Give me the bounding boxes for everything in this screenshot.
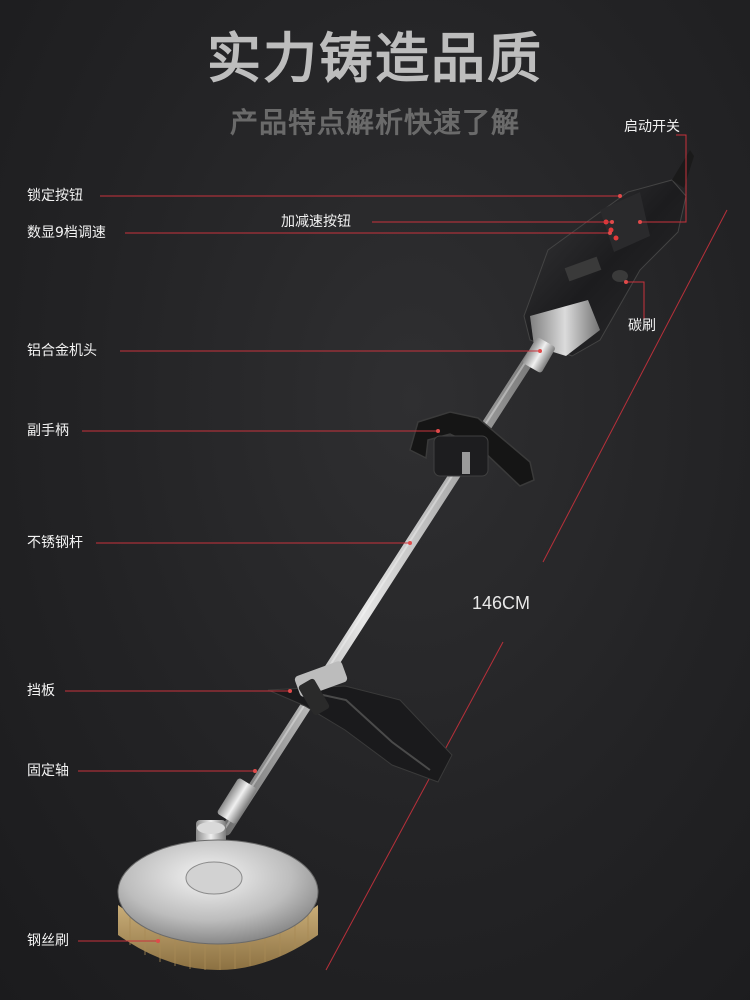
auxiliary-handle bbox=[409, 411, 535, 487]
label-start-switch: 启动开关 bbox=[624, 119, 680, 135]
label-speed-button: 加减速按钮 bbox=[281, 214, 351, 230]
label-steel-rod: 不锈钢杆 bbox=[27, 535, 83, 551]
label-aux-handle: 副手柄 bbox=[27, 423, 69, 439]
label-wire-brush: 钢丝刷 bbox=[27, 933, 69, 949]
dimension-line-lower bbox=[325, 641, 504, 971]
label-alloy-head: 铝合金机头 bbox=[27, 343, 97, 359]
page-title: 实力铸造品质 bbox=[207, 27, 543, 90]
wire-brush-head bbox=[117, 839, 319, 970]
label-baffle: 挡板 bbox=[27, 683, 55, 699]
label-fixed-shaft: 固定轴 bbox=[27, 763, 69, 779]
dimension-length: 146CM bbox=[472, 593, 531, 613]
label-carbon-brush: 碳刷 bbox=[628, 318, 656, 334]
baffle-guard bbox=[267, 661, 453, 783]
dimension-line-upper bbox=[542, 209, 728, 563]
page-subtitle: 产品特点解析快速了解 bbox=[229, 106, 520, 139]
leader-dots bbox=[156, 194, 642, 943]
motor-body bbox=[523, 150, 694, 373]
label-lock-button: 锁定按钮 bbox=[27, 188, 83, 204]
label-digital-speed: 数显9档调速 bbox=[27, 225, 106, 241]
leader-lines bbox=[65, 134, 687, 942]
